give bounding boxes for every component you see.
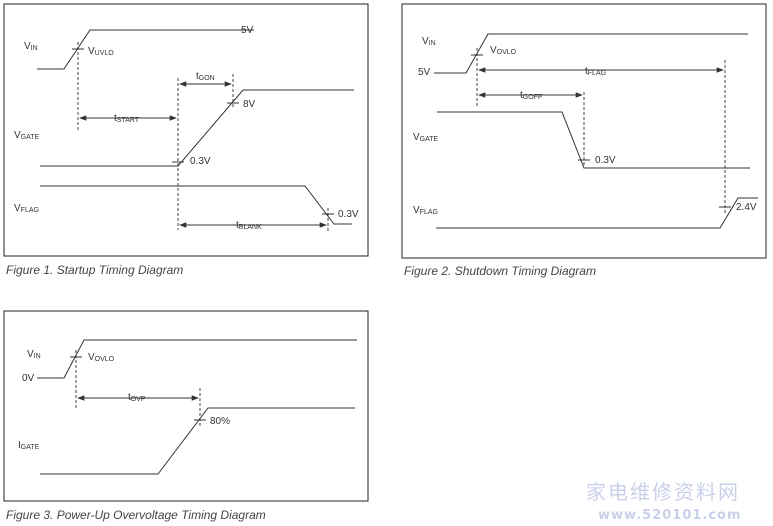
fig2-vgate-label: VGATE xyxy=(413,132,439,143)
fig3-vin-waveform xyxy=(37,339,357,379)
fig3-tovp-label: tOVP xyxy=(128,392,146,403)
fig2-vin-label: VIN xyxy=(422,36,436,47)
fig2-gate-03v-label: 0.3V xyxy=(595,155,616,166)
fig1-vgate-waveform xyxy=(40,89,354,167)
fig1-tblank-label: tBLANK xyxy=(236,220,262,231)
fig3-80pct-label: 80% xyxy=(210,416,230,427)
fig2-vflag-label: VFLAG xyxy=(413,205,438,216)
fig2-vovlo-label: VOVLO xyxy=(490,45,517,56)
fig3-caption: Figure 3. Power-Up Overvoltage Timing Di… xyxy=(6,508,266,522)
watermark-url: www.520101.com xyxy=(598,508,742,523)
fig1-8v-label: 8V xyxy=(243,99,256,110)
fig1-tgon-label: tGON xyxy=(196,71,215,82)
watermark-cn: 家电维修资料网 xyxy=(586,480,740,504)
fig3-0v-label: 0V xyxy=(22,373,35,384)
fig1-caption: Figure 1. Startup Timing Diagram xyxy=(6,263,183,277)
fig1-vgate-label: VGATE xyxy=(14,130,40,141)
fig1-vin-waveform xyxy=(37,29,254,70)
fig1-flag-03v-label: 0.3V xyxy=(338,209,359,220)
figure-3-frame xyxy=(3,310,369,502)
fig1-vflag-label: VFLAG xyxy=(14,203,39,214)
fig1-gate-03v-label: 0.3V xyxy=(190,156,211,167)
fig2-vflag-waveform xyxy=(436,197,758,229)
fig1-vflag-waveform xyxy=(40,185,352,225)
fig1-vuvlo-label: VUVLO xyxy=(88,46,114,57)
fig1-vin-label: VIN xyxy=(24,41,38,52)
fig2-flag-24v-label: 2.4V xyxy=(736,202,757,213)
fig3-vin-label: VIN xyxy=(27,349,41,360)
fig2-caption: Figure 2. Shutdown Timing Diagram xyxy=(404,264,596,278)
fig3-igate-label: IGATE xyxy=(18,440,40,451)
fig2-tgoff-label: tGOFF xyxy=(520,90,542,101)
fig1-5v-label: 5V xyxy=(241,25,254,36)
fig2-vin-waveform xyxy=(434,33,748,74)
fig2-5v-label: 5V xyxy=(418,67,431,78)
figure-1-frame xyxy=(3,3,369,257)
fig2-tflag-label: tFLAG xyxy=(585,66,606,77)
figure-3-overvoltage: VIN VOVLO 0V tOVP 80% IGATE xyxy=(3,310,369,502)
fig3-vovlo-label: VOVLO xyxy=(88,352,115,363)
figure-2-frame xyxy=(401,3,767,259)
fig1-tstart-label: tSTART xyxy=(114,113,140,124)
fig2-vgate-waveform xyxy=(437,111,750,169)
figure-1-startup: VIN 5V VUVLO tGON 8V tSTART VGATE 0.3V V… xyxy=(3,3,369,257)
fig3-igate-waveform xyxy=(40,407,355,475)
figure-2-shutdown: VIN VOVLO 5V tFLAG tGOFF VGATE 0.3V 2.4V… xyxy=(401,3,767,259)
